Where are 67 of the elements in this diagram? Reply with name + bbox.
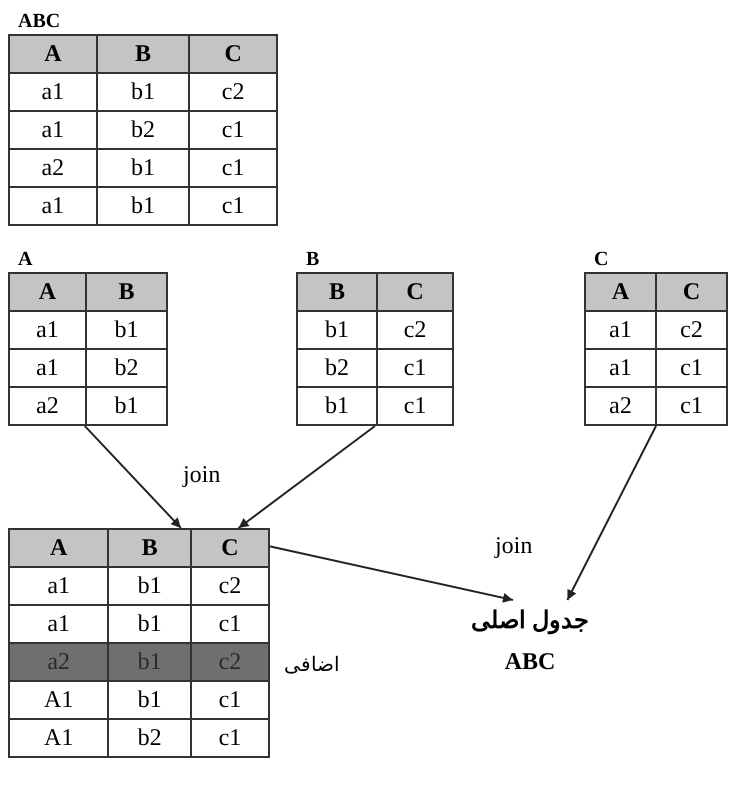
- table-cell: c1: [189, 111, 277, 149]
- column-header: C: [190, 529, 269, 567]
- column-header: C: [189, 35, 277, 73]
- table-cell: a1: [9, 349, 86, 387]
- table-cell: a2: [9, 387, 86, 425]
- join-label: join: [183, 462, 220, 489]
- table-cell: a1: [9, 73, 97, 111]
- table-title: C: [593, 247, 610, 272]
- table-cell: a1: [585, 349, 656, 387]
- table-title: ABC: [17, 9, 62, 34]
- table-cell: b2: [86, 349, 167, 387]
- table-title: A: [17, 247, 34, 272]
- table-cell: c2: [190, 643, 269, 681]
- column-header: A: [9, 273, 86, 311]
- table-cell: b1: [297, 311, 378, 349]
- table-cell: b1: [86, 311, 167, 349]
- join-label: join: [495, 533, 532, 560]
- column-header: B: [297, 273, 378, 311]
- table-title: B: [305, 247, 320, 272]
- arrow: [566, 426, 657, 600]
- table-cell: a1: [9, 311, 86, 349]
- table-cell: c1: [189, 149, 277, 187]
- column-header: A: [9, 35, 97, 73]
- table-cell: c2: [189, 73, 277, 111]
- arrow: [84, 425, 182, 529]
- table-cell: a2: [9, 149, 97, 187]
- table-cell: b1: [108, 567, 191, 605]
- column-header: A: [9, 529, 108, 567]
- table-cell: c1: [656, 387, 727, 425]
- column-header: A: [585, 273, 656, 311]
- arrow: [270, 545, 514, 603]
- table-cell: c1: [377, 387, 453, 425]
- table-cell: c1: [189, 187, 277, 225]
- table-cell: a1: [9, 187, 97, 225]
- column-header: B: [86, 273, 167, 311]
- table-cell: c2: [656, 311, 727, 349]
- table-cell: c2: [190, 567, 269, 605]
- column-header: B: [96, 35, 190, 73]
- table-cell: A1: [9, 719, 108, 757]
- table-cell: b1: [108, 681, 191, 719]
- table-cell: c1: [377, 349, 453, 387]
- table-cell: b2: [96, 111, 190, 149]
- table-cell: b1: [96, 187, 190, 225]
- table-cell: a1: [585, 311, 656, 349]
- table-cell: a2: [9, 643, 108, 681]
- column-header: C: [656, 273, 727, 311]
- table-cell: a2: [585, 387, 656, 425]
- column-header: C: [377, 273, 453, 311]
- table-cell: b1: [96, 149, 190, 187]
- table-cell: b1: [86, 387, 167, 425]
- arrow: [238, 425, 376, 529]
- table-cell: b1: [297, 387, 378, 425]
- table-cell: a1: [9, 567, 108, 605]
- table-cell: a1: [9, 111, 97, 149]
- node-text: ABC: [504, 649, 556, 676]
- table-cell: c1: [656, 349, 727, 387]
- table-cell: b2: [297, 349, 378, 387]
- table-cell: b2: [108, 719, 191, 757]
- table-cell: b1: [96, 73, 190, 111]
- table-cell: c1: [190, 719, 269, 757]
- table-cell: c2: [377, 311, 453, 349]
- table-cell: A1: [9, 681, 108, 719]
- column-header: B: [108, 529, 191, 567]
- node-text: جدول اصلی: [470, 607, 590, 635]
- table-cell: b1: [108, 643, 191, 681]
- table-cell: c1: [190, 681, 269, 719]
- row-note: اضافی: [284, 653, 340, 677]
